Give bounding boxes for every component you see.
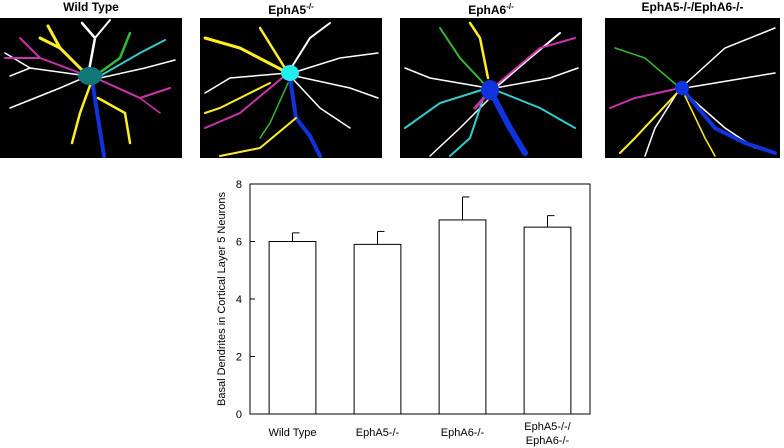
- bar-0: [268, 241, 317, 415]
- bar-1: [353, 243, 402, 415]
- bar-3: [523, 226, 572, 415]
- y-tick-label: 6: [236, 237, 242, 249]
- panel-title: Wild Type: [63, 0, 119, 14]
- x-tick-label-1: EphA5-/-: [356, 427, 400, 439]
- y-axis-label: Basal Dendrites in Cortical Layer 5 Neur…: [216, 192, 228, 406]
- y-tick-label: 8: [236, 179, 242, 191]
- panel-title: EphA5-/-: [268, 2, 314, 17]
- panel-title: EphA5-/-/EphA6-/-: [641, 0, 744, 14]
- neuron-image: [605, 18, 780, 158]
- y-tick-label: 4: [236, 294, 242, 306]
- bar-2: [438, 219, 487, 415]
- panel-title: EphA6-/-: [468, 2, 514, 17]
- bar-chart: Basal Dendrites in Cortical Layer 5 Neur…: [216, 179, 591, 447]
- neuron-image: [0, 18, 182, 158]
- neuron-image: [400, 18, 582, 158]
- y-tick-label: 2: [236, 352, 242, 364]
- x-tick-label-2: EphA6-/-: [441, 427, 485, 439]
- svg-text:Basal Dendrites in Cortical La: Basal Dendrites in Cortical Layer 5 Neur…: [216, 192, 228, 406]
- x-tick-label-0: Wild Type: [268, 427, 316, 439]
- neuron-image: [200, 18, 382, 158]
- x-tick-label-3: EphA5-/-/EphA6-/-: [524, 421, 571, 447]
- y-tick-label: 0: [236, 409, 242, 421]
